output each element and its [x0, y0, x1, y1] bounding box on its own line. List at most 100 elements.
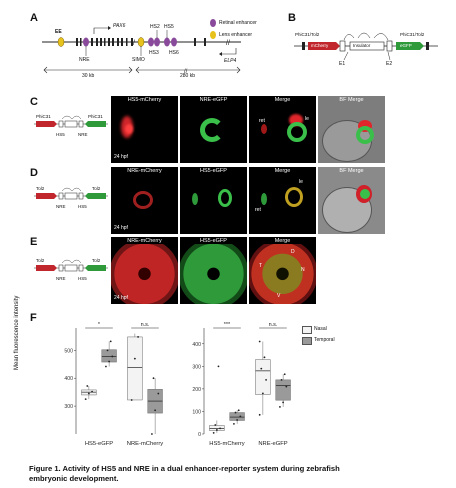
label-hs6: HS6 [169, 50, 179, 56]
data-point [282, 401, 285, 404]
data-point [234, 411, 237, 414]
construct-e2-label: E2 [386, 61, 393, 67]
legend-temporal-label: Temporal [314, 337, 335, 343]
data-point [261, 392, 264, 395]
panel-e-title-1: NRE-mCherry [111, 238, 178, 244]
gene-elp4: ELP4 [224, 58, 237, 64]
label-simo: SIMO [132, 57, 145, 63]
data-point [108, 360, 111, 363]
svg-text://: // [131, 40, 135, 47]
data-point [217, 365, 220, 368]
panel-e-hs5-egfp-image: HS5-eGFP [180, 237, 247, 304]
y-tick-label: 200 [192, 387, 201, 393]
y-tick-label: 400 [64, 376, 73, 382]
legend-lens-icon [210, 31, 216, 39]
panel-b-label: B [288, 12, 296, 24]
construct-right-site: PhiC31/Tol2 [400, 32, 425, 37]
data-point [215, 429, 218, 431]
panel-d-site-right: Tol2 [92, 186, 101, 191]
panel-e-dir-t: T [259, 263, 263, 269]
construct-e1-label: E1 [339, 61, 346, 67]
data-point [279, 406, 281, 408]
panel-d-hs5-egfp-image: HS5-eGFP [180, 167, 247, 234]
legend-retinal-label: Retinal enhancer [219, 20, 257, 26]
egfp-reporter-shape [396, 42, 424, 50]
panel-c-enhancer-right: NRE [78, 132, 88, 137]
panel-c-title-1: HS5-mCherry [127, 97, 162, 103]
svg-text://: // [226, 40, 230, 47]
panel-d-stage: 24 hpf [114, 225, 128, 231]
data-point [280, 378, 283, 381]
panel-e-dir-v: V [277, 293, 281, 299]
panel-c-label: C [30, 96, 38, 108]
panel-c-title-3: Merge [274, 97, 291, 103]
svg-text://: // [184, 69, 188, 75]
panel-e-construct [34, 259, 108, 272]
y-tick-label: 400 [192, 342, 201, 348]
panel-e-enhancer-right: HS5 [78, 276, 87, 281]
panel-c-hs5-mcherry-image: HS5-mCherry 24 hpf [111, 96, 178, 163]
panel-d-merge-ret: ret [255, 207, 261, 213]
panel-c-enhancer-left: HS5 [56, 132, 65, 137]
figure-caption-line1: Figure 1. Activity of HS5 and NRE in a d… [29, 464, 340, 473]
hs2-enhancer-marker [154, 37, 160, 47]
data-point [239, 415, 242, 418]
nre-enhancer-marker [83, 37, 89, 47]
panel-d-construct [34, 187, 108, 200]
y-tick-label: 100 [192, 409, 201, 415]
category-label: NRE-mCherry [127, 441, 163, 447]
box-temporal [101, 349, 117, 363]
data-point [105, 365, 107, 368]
significance-label: * [98, 322, 101, 328]
panel-d-enhancer-left: NRE [56, 204, 66, 209]
data-point [130, 399, 133, 401]
label-hs2: HS2 [150, 24, 160, 30]
data-point [236, 419, 239, 421]
scale-280kb: 280 kb [180, 73, 196, 79]
data-point [265, 378, 267, 381]
panel-e-title-3: Merge [249, 238, 316, 244]
hs6-enhancer-marker [171, 37, 177, 47]
mcherry-reporter-shape [308, 42, 340, 50]
panel-e-dir-n: N [301, 267, 305, 273]
panel-d-bf-merge-image: BF Merge [318, 167, 385, 234]
panel-d-merge-le: le [299, 179, 303, 185]
y-tick-label: 300 [64, 404, 73, 410]
simo-enhancer-marker [137, 37, 145, 47]
legend-temporal-swatch [302, 337, 312, 345]
data-point [214, 424, 217, 426]
data-point [137, 336, 139, 338]
panel-a-locus-diagram: // // // [42, 26, 241, 75]
panel-e-enhancer-left: NRE [56, 276, 66, 281]
panel-e-site-right: Tol2 [92, 258, 101, 263]
panel-f-label: F [30, 312, 37, 324]
panel-c-bf-merge-image: BF Merge [318, 96, 385, 163]
hs5-enhancer-marker [164, 37, 170, 47]
panel-e-site-left: Tol2 [36, 258, 45, 263]
panel-c-merge-le: le [305, 116, 309, 122]
panel-e-title-2: HS5-eGFP [180, 238, 247, 244]
data-point [219, 427, 221, 430]
data-point [157, 392, 160, 395]
panel-d-nre-mcherry-image: NRE-mCherry 24 hpf [111, 167, 178, 234]
insulator-box [349, 41, 385, 51]
label-nre: NRE [79, 57, 90, 63]
y-tick-label: 300 [192, 364, 201, 370]
panel-c-site-left: PhiC31 [36, 114, 51, 119]
chart-f-ylabel: Mean fluorescence intensity [14, 295, 20, 370]
panel-b-construct-diagram [294, 32, 438, 61]
data-point [285, 385, 288, 388]
panel-c-title-2: NRE-eGFP [199, 97, 228, 103]
panel-c-merge-ret: ret [259, 118, 265, 124]
data-point [106, 349, 109, 352]
data-point [237, 409, 240, 412]
box-nasal [255, 359, 271, 395]
legend-retinal-icon [210, 19, 216, 27]
panel-c-merge-image: Merge ret le [249, 96, 316, 163]
construct-egfp-label: eGFP [400, 43, 412, 48]
category-label: HS5-eGFP [85, 441, 113, 447]
box-nasal [127, 336, 143, 401]
y-tick-label: 500 [64, 348, 73, 354]
